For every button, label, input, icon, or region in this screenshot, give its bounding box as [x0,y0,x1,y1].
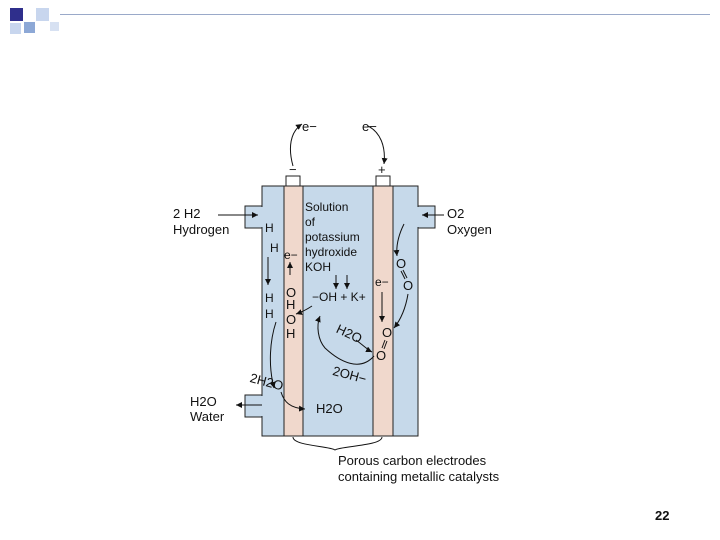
solution-line-1: Solution [305,200,348,214]
page-number: 22 [655,508,670,523]
water-exit-arrow [280,391,306,412]
cathode-o-top1: O [396,256,406,271]
electrodes-caption-line-1: Porous carbon electrodes [338,453,487,468]
hydrogen-name: Hydrogen [173,222,229,237]
anode-electron: e− [284,248,298,262]
anode-h-bot2: H [265,307,274,321]
corner-square-light [36,8,49,21]
corner-square-mid [24,22,35,33]
cathode-electron: e− [375,275,389,289]
negative-terminal [285,175,301,187]
water-outlet-pipe [244,394,263,418]
oxygen-inlet-pipe [417,205,436,229]
electron-label-left: e− [302,119,317,134]
anode-o2: O [286,312,296,327]
oxygen-formula: O2 [447,206,464,221]
electron-label-right: e− [362,119,377,134]
cathode-o-bot2: O [376,348,386,363]
hydrogen-formula: 2 H2 [173,206,200,221]
h2o-bottom: H2O [316,401,343,416]
header-rule [60,14,710,15]
oxygen-down-arrow [393,293,409,329]
cathode-o-top2: O [403,278,413,293]
anode-h-top: H [265,221,274,235]
cathode-electrode [372,185,394,437]
electron-out-arrow [289,123,303,167]
solution-line-5: KOH [305,260,331,274]
corner-square-dark [10,8,23,21]
anode-h2: H [286,326,295,341]
ions-label: −OH + K+ [312,290,366,304]
solution-line-2: of [305,215,316,229]
anode-h1: H [286,297,295,312]
cathode-o-bot1: O [382,325,392,340]
anode-h-bot1: H [265,291,274,305]
electrode-bracket [292,436,383,451]
solution-line-4: hydroxide [305,245,357,259]
corner-square-light [10,23,21,34]
solution-line-3: potassium [305,230,360,244]
electrodes-caption-line-2: containing metallic catalysts [338,469,500,484]
anode-water-path [269,321,277,389]
oh-to-anode-arrow [295,305,313,315]
positive-terminal [375,175,391,187]
negative-terminal-sign: − [289,162,297,177]
anode-h-mid: H [270,241,279,255]
hydrogen-inlet-pipe [244,205,263,229]
electron-in-arrow [367,125,388,165]
positive-terminal-sign: + [378,162,386,177]
corner-square-mid [50,22,59,31]
oxygen-path-arrow [393,223,405,257]
water-name: Water [190,409,225,424]
oxygen-name: Oxygen [447,222,492,237]
oh-return-arrow [314,315,375,365]
h2o-to-cathode-arrow [355,339,373,353]
anode-o1: O [286,285,296,300]
water-formula: H2O [190,394,217,409]
